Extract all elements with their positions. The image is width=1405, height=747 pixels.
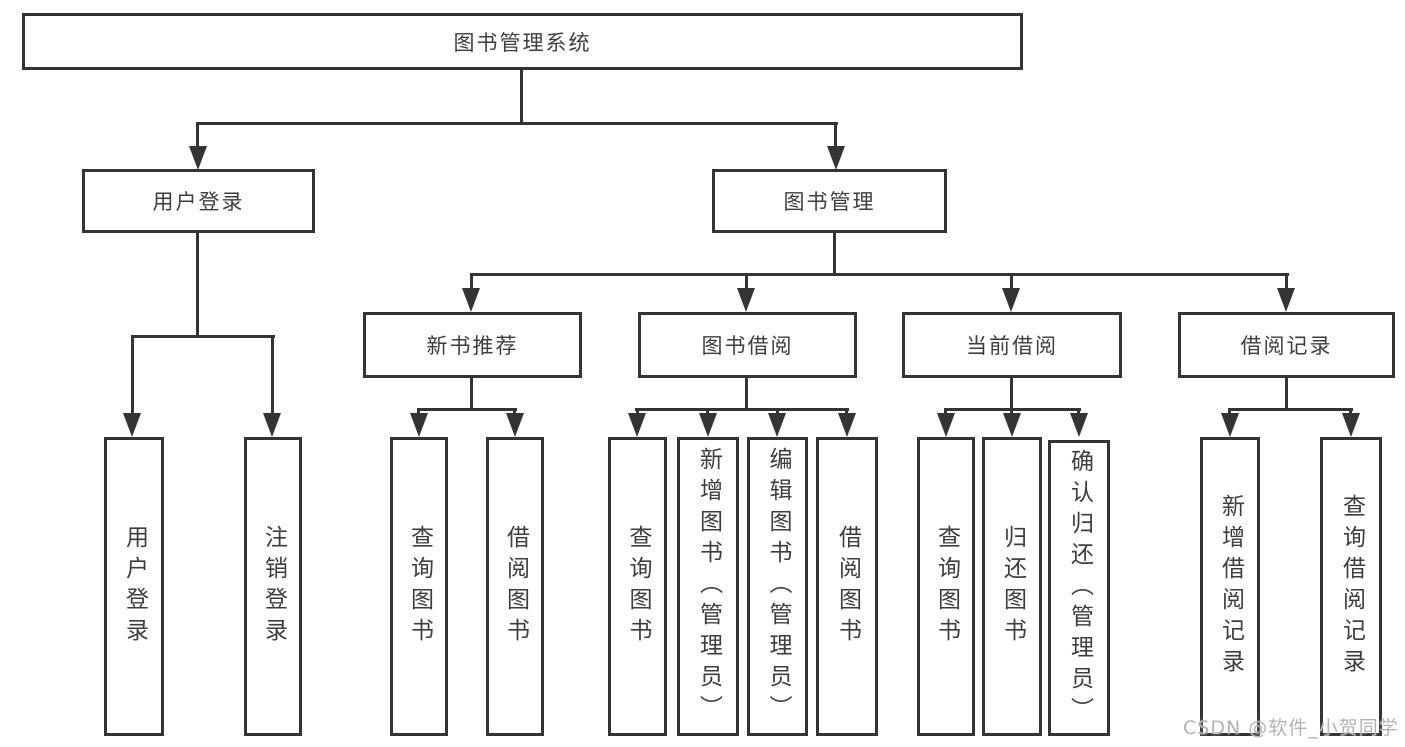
connector-drop-d2 (1077, 408, 1080, 416)
connector-drop-c1 (706, 408, 709, 416)
node-borrow-records: 借阅记录 (1178, 312, 1395, 378)
arrowhead-e1 (1342, 413, 1360, 437)
leaf-user-login: 用户登录 (104, 437, 164, 736)
leaf-edit-books-admin-label: 编辑图书（管理员） (765, 447, 791, 726)
connector-drop-c0 (636, 408, 639, 416)
connector-book-management-stem (833, 233, 836, 276)
leaf-logout-label: 注销登录 (260, 524, 287, 649)
node-root-label: 图书管理系统 (453, 30, 592, 55)
node-current-borrowing: 当前借阅 (902, 312, 1122, 378)
connector-drop-book-borrowing (745, 273, 748, 290)
connector-drop-borrow-records (1285, 273, 1288, 290)
leaf-return-books-label: 归还图书 (999, 524, 1026, 649)
leaf-query-books-recommend-label: 查询图书 (406, 524, 433, 649)
arrowhead-c1 (699, 413, 717, 437)
connector-root-stem (520, 70, 523, 123)
leaf-query-books-recommend: 查询图书 (390, 437, 448, 736)
connector-book-borrowing-stem (745, 378, 748, 411)
leaf-borrow-books-borrowing-label: 借阅图书 (834, 524, 861, 649)
leaf-add-books-admin-label: 新增图书（管理员） (695, 447, 722, 726)
connector-drop-user-login (196, 122, 199, 148)
connector-new-book-bar (417, 408, 517, 411)
connector-drop-leaf-logout (271, 335, 274, 415)
leaf-add-books-admin: 新增图书（管理员） (677, 437, 739, 736)
arrowhead-leaf-logout (263, 413, 281, 437)
arrowhead-c3 (838, 413, 856, 437)
arrowhead-user-login (189, 146, 207, 170)
leaf-add-borrow-record: 新增借阅记录 (1200, 437, 1260, 736)
connector-drop-c3 (845, 408, 848, 416)
connector-borrow-records-stem (1285, 378, 1288, 411)
arrowhead-new-book (462, 288, 480, 312)
leaf-query-books-current-label: 查询图书 (933, 524, 960, 649)
leaf-query-books-borrowing-label: 查询图书 (625, 524, 651, 649)
leaf-user-login-label: 用户登录 (121, 524, 148, 649)
node-current-borrowing-label: 当前借阅 (966, 334, 1058, 358)
arrowhead-e0 (1221, 413, 1239, 437)
connector-root-bar (197, 122, 838, 125)
arrowhead-d1 (1003, 413, 1021, 437)
csdn-watermark: CSDN @软件_小贺同学 (1183, 717, 1399, 739)
node-book-management: 图书管理 (712, 169, 947, 233)
node-new-book-recommend: 新书推荐 (363, 312, 582, 378)
leaf-confirm-return-admin-label: 确认归还（管理员） (1066, 448, 1093, 728)
arrowhead-b0 (410, 413, 428, 437)
connector-level3-bar (470, 273, 1289, 276)
connector-drop-current-borrowing (1010, 273, 1013, 290)
node-book-management-label: 图书管理 (783, 190, 876, 214)
connector-drop-d0 (944, 408, 947, 416)
arrowhead-book-management (827, 146, 845, 170)
connector-drop-new-book (470, 273, 473, 290)
arrowhead-b1 (506, 413, 524, 437)
connector-borrow-records-bar (1228, 408, 1353, 411)
node-new-book-recommend-label: 新书推荐 (426, 334, 519, 358)
arrowhead-d2 (1070, 413, 1088, 437)
leaf-query-books-current: 查询图书 (917, 437, 975, 736)
connector-drop-c2 (776, 408, 779, 416)
node-user-login-label: 用户登录 (152, 190, 245, 214)
connector-drop-b1 (513, 408, 516, 416)
leaf-edit-books-admin: 编辑图书（管理员） (747, 437, 808, 736)
leaf-confirm-return-admin: 确认归还（管理员） (1048, 440, 1110, 736)
connector-book-borrowing-bar (635, 408, 849, 411)
leaf-query-books-borrowing: 查询图书 (608, 437, 667, 736)
node-root: 图书管理系统 (22, 13, 1023, 70)
leaf-logout: 注销登录 (244, 437, 302, 736)
arrowhead-current-borrowing (1002, 288, 1020, 312)
arrowhead-borrow-records (1277, 288, 1295, 312)
node-book-borrowing: 图书借阅 (638, 312, 857, 378)
node-user-login: 用户登录 (82, 169, 315, 233)
connector-user-login-bar (131, 335, 275, 338)
connector-current-borrowing-stem (1010, 378, 1013, 411)
leaf-borrow-books-recommend: 借阅图书 (486, 437, 544, 736)
leaf-query-borrow-record: 查询借阅记录 (1320, 437, 1382, 736)
leaf-return-books: 归还图书 (982, 437, 1042, 736)
node-borrow-records-label: 借阅记录 (1240, 334, 1333, 358)
arrowhead-c2 (768, 413, 786, 437)
arrowhead-leaf-login (123, 413, 141, 437)
arrowhead-d0 (937, 413, 955, 437)
connector-drop-book-management (834, 122, 837, 148)
arrowhead-c0 (628, 413, 646, 437)
connector-drop-d1 (1010, 408, 1013, 416)
node-book-borrowing-label: 图书借阅 (701, 334, 794, 358)
connector-new-book-stem (470, 378, 473, 411)
arrowhead-book-borrowing (737, 288, 755, 312)
leaf-add-borrow-record-label: 新增借阅记录 (1217, 493, 1244, 680)
connector-drop-leaf-login (131, 335, 134, 415)
leaf-query-borrow-record-label: 查询借阅记录 (1338, 493, 1365, 680)
connector-drop-b0 (417, 408, 420, 416)
connector-drop-e0 (1228, 408, 1231, 416)
connector-user-login-stem (196, 233, 199, 338)
connector-drop-e1 (1349, 408, 1352, 416)
leaf-borrow-books-recommend-label: 借阅图书 (502, 524, 529, 649)
leaf-borrow-books-borrowing: 借阅图书 (816, 437, 878, 736)
